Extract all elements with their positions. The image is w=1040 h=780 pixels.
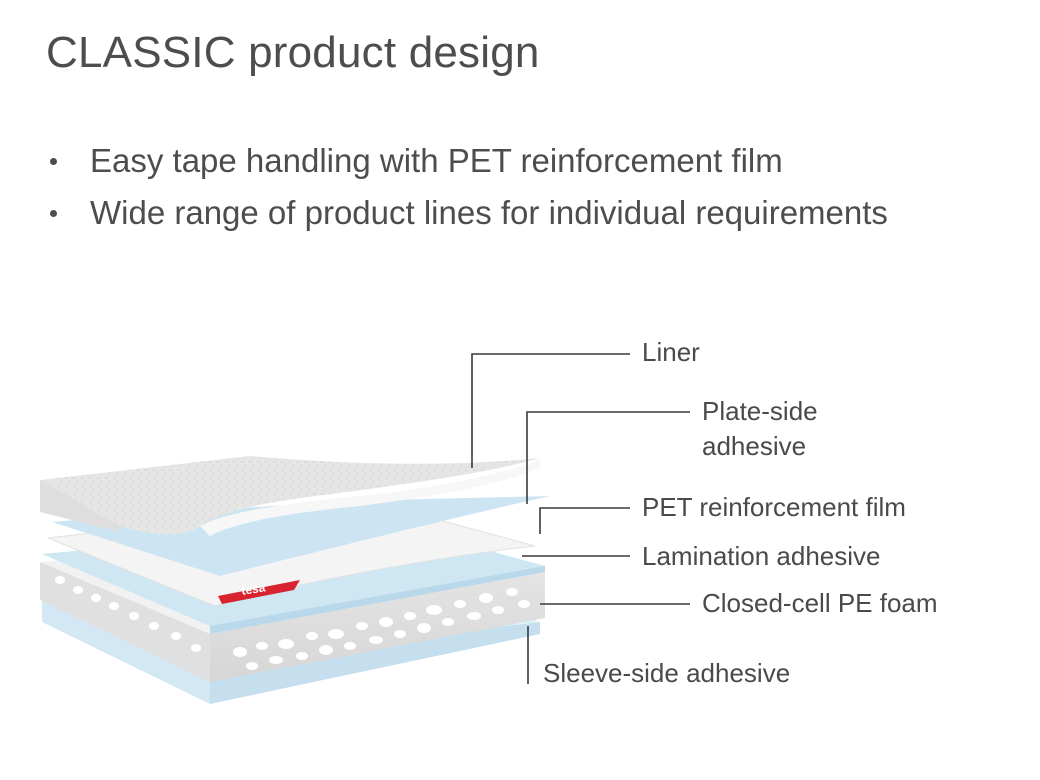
brand-logo-strip — [218, 580, 300, 604]
pet-film-leader-line — [539, 507, 630, 534]
label-pet-reinforcement-film: PET reinforcement film — [642, 492, 906, 522]
label-plate-side-adhesive-line1: Plate-side — [702, 396, 818, 426]
bullet-dot-icon — [50, 210, 57, 217]
tape-layer-diagram: tesa Liner Plate-side adhesive PET reinf… — [0, 300, 1040, 740]
leader-lines — [471, 353, 690, 684]
liner-leader-line — [471, 353, 630, 468]
label-plate-side-adhesive-line2: adhesive — [702, 431, 807, 461]
bullet-list: Easy tape handling with PET reinforcemen… — [40, 138, 888, 242]
label-sleeve-side-adhesive: Sleeve-side adhesive — [543, 658, 791, 688]
liner-layer — [40, 456, 540, 536]
label-closed-cell-pe-foam: Closed-cell PE foam — [702, 588, 938, 618]
label-lamination-adhesive: Lamination adhesive — [642, 541, 881, 571]
plate-side-adhesive-leader-line — [526, 411, 690, 504]
tape-layers-illustration: tesa — [40, 353, 690, 704]
brand-logo-text: tesa — [240, 580, 266, 598]
bullet-dot-icon — [50, 158, 57, 165]
bullet-item: Easy tape handling with PET reinforcemen… — [40, 138, 888, 190]
page-title: CLASSIC product design — [46, 28, 540, 77]
bullet-text: Wide range of product lines for individu… — [90, 194, 888, 231]
bullet-text: Easy tape handling with PET reinforcemen… — [90, 142, 783, 179]
foam-cells — [55, 576, 530, 670]
label-liner: Liner — [642, 337, 700, 367]
bullet-item: Wide range of product lines for individu… — [40, 190, 888, 242]
